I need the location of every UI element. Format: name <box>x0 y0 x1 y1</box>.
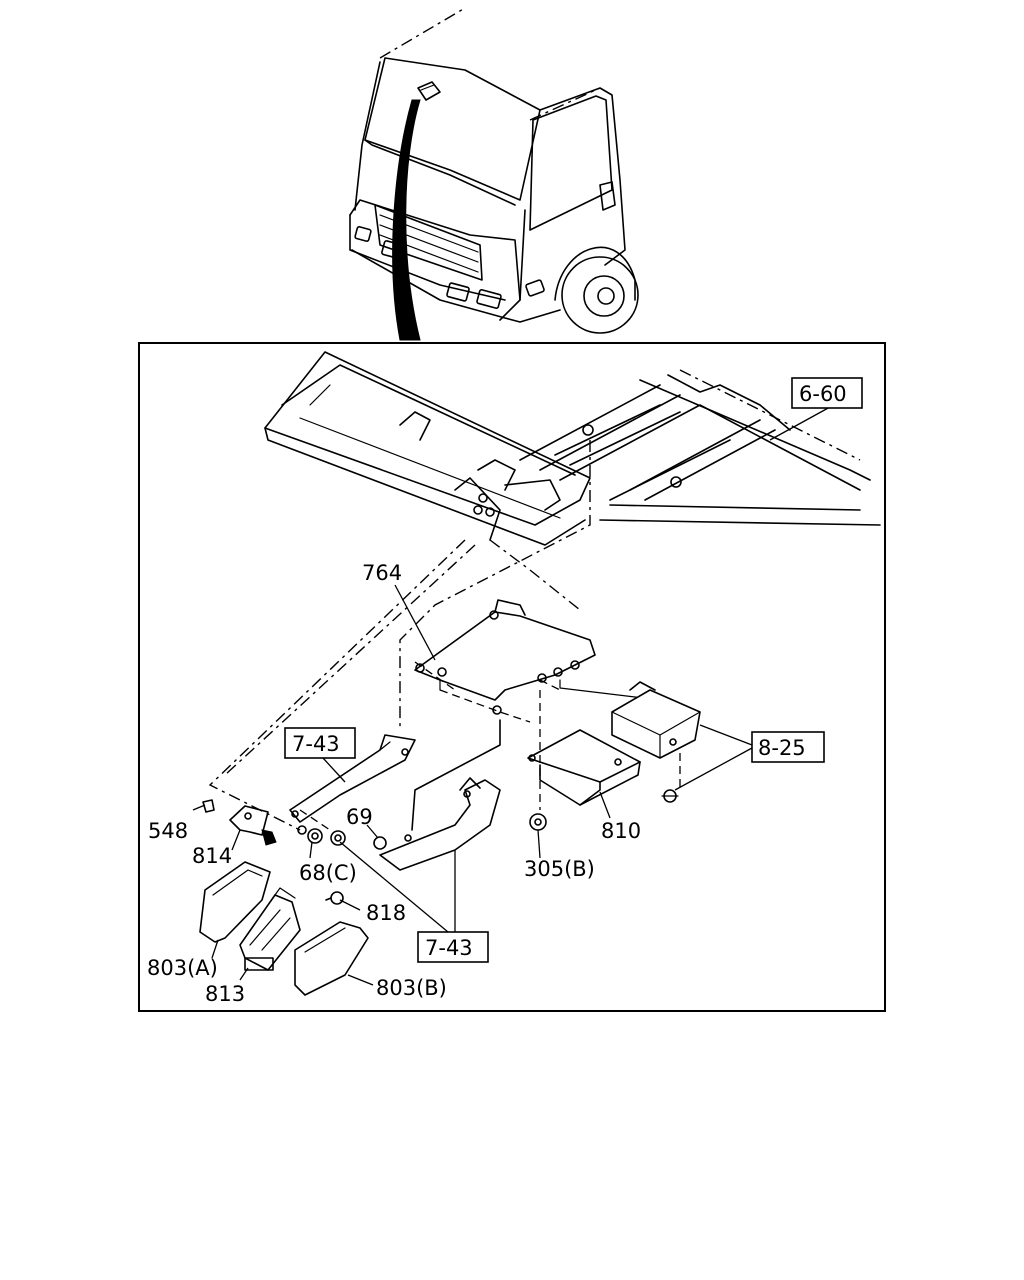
part-818-bolt <box>325 891 344 905</box>
part-305b-nut <box>529 813 547 831</box>
callout-813: 813 <box>205 982 245 1006</box>
truck-cab-illustration <box>349 7 639 341</box>
part-69-grommet <box>330 830 346 846</box>
part-68c-washer <box>297 825 323 844</box>
callout-7-43-upper: 7-43 <box>292 732 340 756</box>
ref-box-7-43-lower <box>417 931 489 963</box>
chassis-frame-rails <box>264 351 881 546</box>
callout-69: 69 <box>346 805 373 829</box>
ref-box-6-60 <box>791 377 863 409</box>
callout-7-43-lower: 7-43 <box>425 936 473 960</box>
callout-814: 814 <box>192 844 232 868</box>
part-7-43-bracket-upper <box>289 734 416 823</box>
callout-818: 818 <box>366 901 406 925</box>
callout-803a: 803(A) <box>147 956 218 980</box>
callout-764: 764 <box>362 561 402 585</box>
detail-frame <box>138 342 886 1012</box>
callout-803b: 803(B) <box>376 976 447 1000</box>
part-8-25-module <box>611 681 701 803</box>
part-803a-cover <box>199 861 271 943</box>
ref-box-7-43-upper <box>284 727 356 759</box>
part-69-nut <box>373 836 387 850</box>
part-7-43-bracket-lower <box>379 719 501 871</box>
callout-305b: 305(B) <box>524 857 595 881</box>
callout-810: 810 <box>601 819 641 843</box>
part-803b-cover <box>294 921 369 996</box>
leader-lines <box>192 406 831 986</box>
part-813-switch <box>239 887 301 971</box>
callout-6-60: 6-60 <box>799 382 847 406</box>
part-548-clip <box>202 799 215 813</box>
part-764-bracket <box>414 599 661 715</box>
callout-68c: 68(C) <box>299 861 357 885</box>
callout-548: 548 <box>148 819 188 843</box>
ref-box-8-25 <box>751 731 825 763</box>
callout-8-25: 8-25 <box>758 736 806 760</box>
part-810-bracket <box>527 729 641 806</box>
